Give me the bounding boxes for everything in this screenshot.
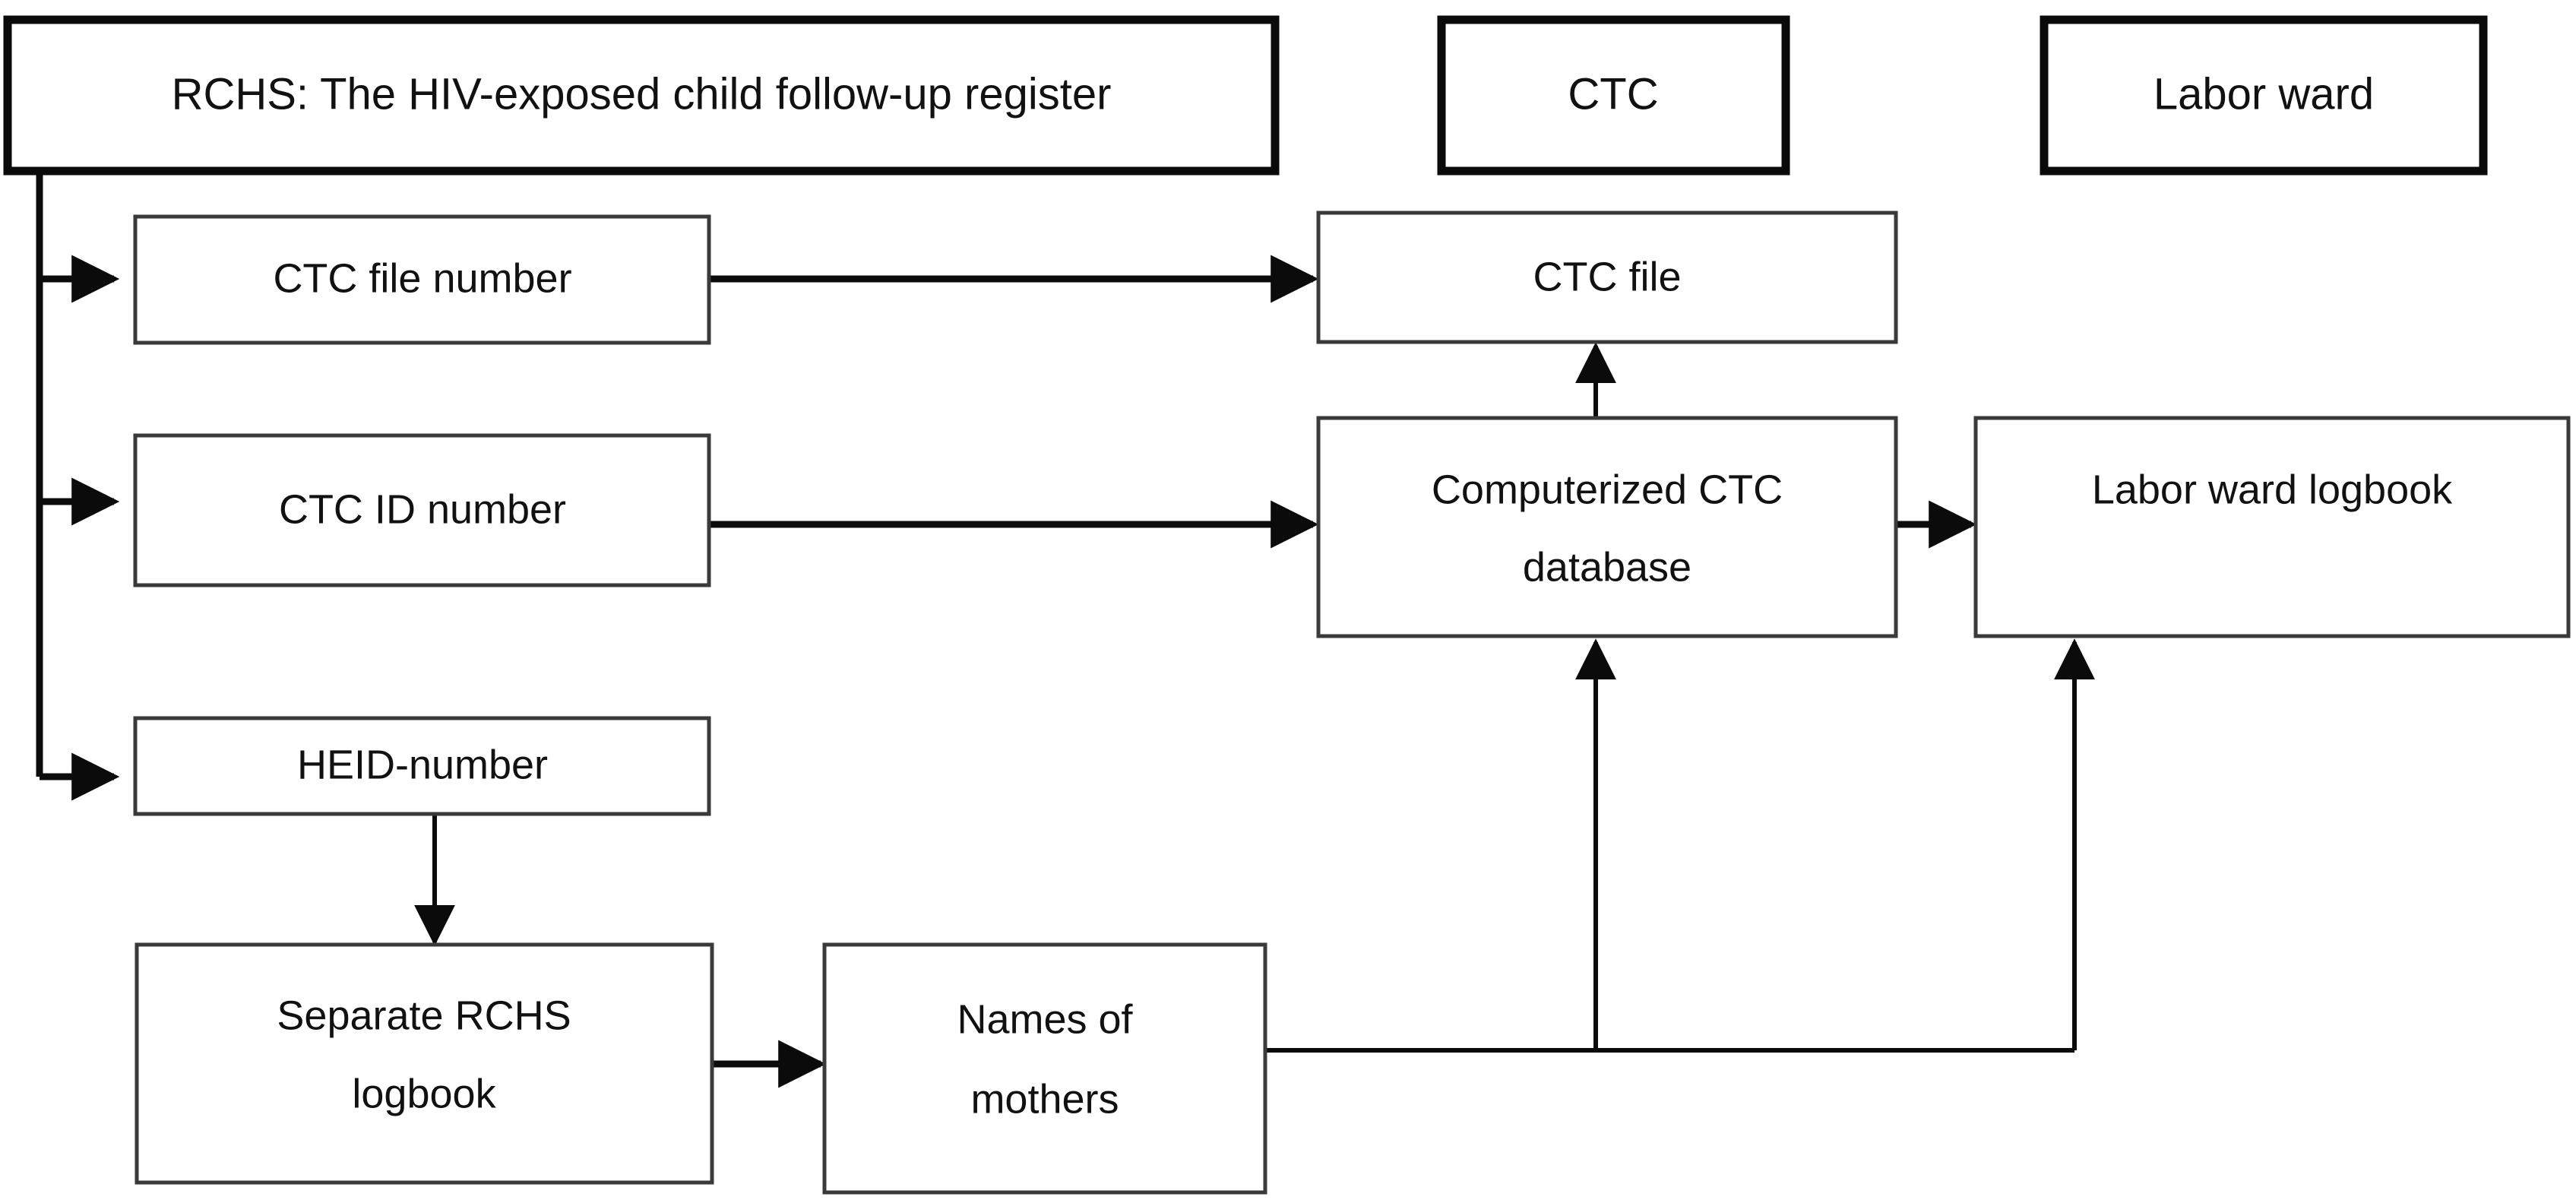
node-labor-ward[interactable]: Labor ward: [2040, 15, 2488, 176]
node-ctc-file-box[interactable]: [1316, 211, 1898, 344]
node-computerized-ctc-database-label-line1: Computerized CTC: [1432, 467, 1783, 512]
node-heid-number[interactable]: HEID-number: [133, 716, 711, 816]
node-computerized-ctc-database[interactable]: Computerized CTC database: [1316, 416, 1898, 638]
node-ctc-file-number-box[interactable]: [133, 214, 711, 345]
node-labor-ward-logbook-box[interactable]: [1973, 416, 2571, 638]
node-separate-rchs-logbook-label-line2: logbook: [352, 1071, 496, 1116]
node-ctc-file-label: CTC file: [1533, 254, 1681, 299]
node-ctc-file-number-label: CTC file number: [273, 255, 571, 301]
node-rchs-register[interactable]: RCHS: The HIV-exposed child follow-up re…: [3, 15, 1280, 176]
node-ctc-box[interactable]: [1437, 15, 1790, 176]
node-rchs-register-box[interactable]: [3, 15, 1280, 176]
node-separate-rchs-logbook-label-line1: Separate RCHS: [277, 993, 571, 1038]
node-names-of-mothers-box[interactable]: [822, 942, 1267, 1195]
node-ctc-file[interactable]: CTC file: [1316, 211, 1898, 344]
node-ctc[interactable]: CTC: [1437, 15, 1790, 176]
node-names-of-mothers-label-line2: mothers: [970, 1076, 1119, 1122]
node-heid-number-label: HEID-number: [297, 742, 548, 787]
node-labor-ward-box[interactable]: [2040, 15, 2488, 176]
node-names-of-mothers[interactable]: Names of mothers: [822, 942, 1267, 1195]
node-labor-ward-logbook[interactable]: Labor ward logbook: [1973, 416, 2571, 638]
node-separate-rchs-logbook-box[interactable]: [134, 942, 714, 1185]
node-ctc-file-number[interactable]: CTC file number: [133, 214, 711, 345]
node-labor-ward-label: Labor ward: [2154, 69, 2374, 119]
node-heid-number-box[interactable]: [133, 716, 711, 816]
node-computerized-ctc-database-label-line2: database: [1523, 544, 1691, 590]
node-ctc-label: CTC: [1568, 69, 1658, 119]
connector-rchs-branch-bus: [36, 172, 120, 801]
node-labor-ward-logbook-label: Labor ward logbook: [2092, 467, 2453, 512]
node-ctc-id-number-box[interactable]: [133, 433, 711, 587]
node-rchs-register-label: RCHS: The HIV-exposed child follow-up re…: [172, 69, 1112, 119]
node-ctc-id-number[interactable]: CTC ID number: [133, 433, 711, 587]
node-computerized-ctc-database-box[interactable]: [1316, 416, 1898, 638]
node-separate-rchs-logbook[interactable]: Separate RCHS logbook: [134, 942, 714, 1185]
node-names-of-mothers-label-line1: Names of: [957, 996, 1133, 1042]
node-ctc-id-number-label: CTC ID number: [279, 486, 566, 532]
